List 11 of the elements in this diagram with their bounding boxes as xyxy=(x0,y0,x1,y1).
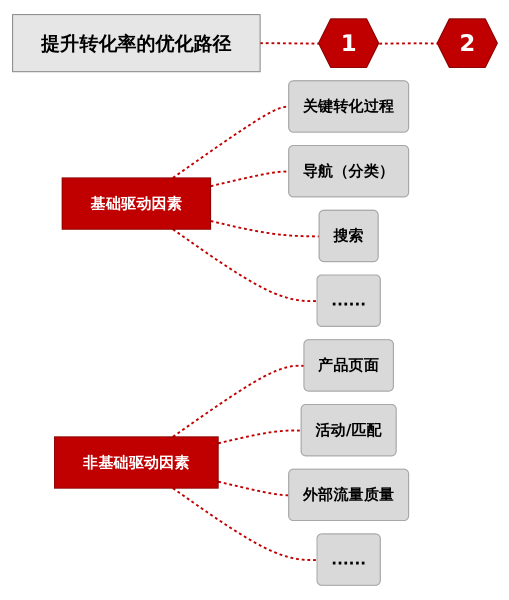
node-box: 基础驱动因素 xyxy=(61,177,211,230)
connector xyxy=(218,430,302,444)
connector xyxy=(260,42,319,45)
connector xyxy=(210,220,320,238)
connector xyxy=(218,480,289,496)
connector xyxy=(172,364,304,438)
connector xyxy=(172,228,317,302)
connector xyxy=(172,487,317,562)
connector xyxy=(172,106,289,179)
node-box: 非基础驱动因素 xyxy=(54,436,218,489)
connector xyxy=(210,170,289,188)
